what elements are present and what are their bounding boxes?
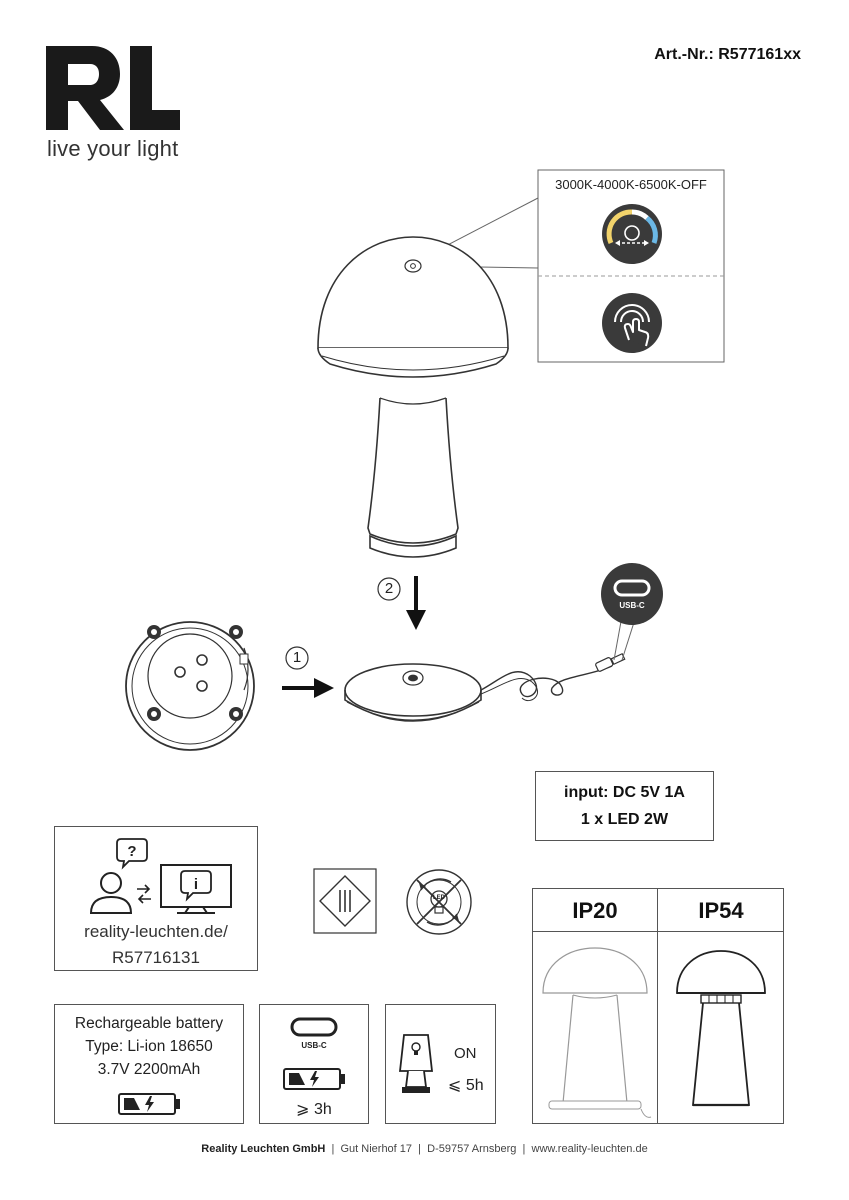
lamp-on-icon	[398, 1034, 434, 1093]
svg-text:?: ?	[127, 843, 136, 860]
svg-text:i: i	[194, 876, 198, 893]
footer-separator: |	[418, 1143, 422, 1155]
rl-logo-mark	[46, 46, 180, 130]
support-url-line1: reality-leuchten.de/	[84, 922, 228, 941]
support-url-line2: R57716131	[112, 948, 200, 967]
runtime-state: ON	[454, 1045, 477, 1062]
footer-web: www.reality-leuchten.de	[531, 1143, 648, 1155]
footer-separator: |	[331, 1143, 335, 1155]
footer-separator: |	[522, 1143, 526, 1155]
usb-c-port-icon	[601, 563, 663, 625]
support-user-icon: ? i	[89, 838, 232, 914]
color-temperature-icon	[602, 204, 662, 264]
usb-c-bubble-label: USB-C	[619, 601, 645, 610]
brand-logo	[44, 38, 184, 138]
ip20-label: IP20	[572, 898, 618, 923]
ip54-outdoor-lamp-icon	[676, 950, 766, 1107]
led-not-replaceable-icon	[406, 869, 472, 935]
article-number: Art.-Nr.: R577161xx	[654, 46, 801, 63]
usb-c-label: USB-C	[301, 1041, 327, 1050]
support-info-box: ? i reality-leuchten.de/ R57716131	[54, 826, 258, 971]
spec-input: input: DC 5V 1A	[564, 784, 685, 801]
lamp-assembly-illustration	[125, 169, 725, 751]
footer-company: Reality Leuchten GmbH	[201, 1143, 326, 1155]
step-2-label: 2	[384, 580, 394, 597]
ip54-label: IP54	[698, 898, 744, 923]
battery-info-box: Rechargeable battery Type: Li-ion 18650 …	[54, 1004, 244, 1124]
step-1-marker	[285, 646, 309, 670]
battery-capacity: 3.7V 2200mAh	[97, 1061, 201, 1078]
footer-city: D-59757 Arnsberg	[427, 1143, 517, 1155]
brand-tagline: live your light	[47, 136, 179, 161]
spec-box: input: DC 5V 1A 1 x LED 2W	[535, 771, 714, 841]
usb-c-icon	[290, 1017, 338, 1037]
runtime-time: ⩽ 5h	[448, 1077, 484, 1094]
footer-address: Gut Nierhof 17	[340, 1143, 413, 1155]
charging-time-box: USB-C ⩾ 3h	[259, 1004, 369, 1124]
runtime-box: ON ⩽ 5h	[385, 1004, 496, 1124]
ip-rating-box: IP20 IP54	[532, 888, 784, 1124]
charging-time: ⩾ 3h	[296, 1101, 332, 1118]
battery-title: Rechargeable battery	[74, 1015, 224, 1032]
footer: Reality Leuchten GmbH | Gut Nierhof 17 |…	[0, 1143, 849, 1155]
battery-type: Type: Li-ion 18650	[85, 1038, 213, 1055]
touch-control-icon	[602, 293, 662, 353]
led-icon-label: LED	[433, 895, 445, 901]
charging-battery-icon	[283, 1068, 345, 1090]
step-1-label: 1	[292, 649, 302, 666]
battery-charging-icon	[118, 1093, 180, 1115]
spec-led: 1 x LED 2W	[580, 811, 669, 828]
color-modes-label: 3000K-4000K-6500K-OFF	[555, 177, 707, 192]
ip20-indoor-lamp-icon	[542, 947, 652, 1118]
step-2-marker	[377, 577, 401, 601]
protection-class-icon	[313, 868, 377, 934]
